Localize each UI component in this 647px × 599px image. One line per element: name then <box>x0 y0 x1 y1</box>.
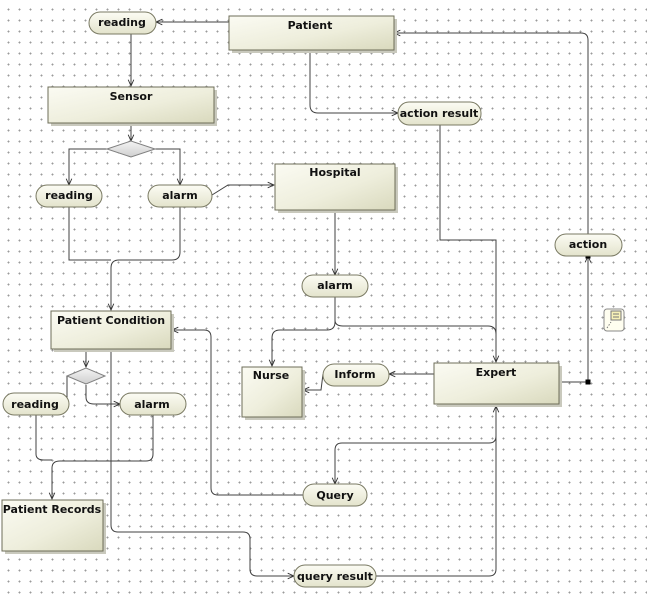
node-patient-records[interactable]: Patient Records <box>1 499 106 554</box>
edge-decision2-alarm <box>85 385 120 404</box>
node-label: Patient Records <box>3 503 102 516</box>
edge-patient-actionresult <box>309 51 398 113</box>
edge-alarm-nurse <box>272 296 336 366</box>
node-patient-condition[interactable]: Patient Condition <box>50 310 174 352</box>
object-label: action result <box>400 107 478 120</box>
edge-decision-reading <box>69 148 107 185</box>
edge-actionresult-expert <box>439 125 496 362</box>
edge-alarm2-records <box>52 415 154 499</box>
object-label: alarm <box>317 279 353 292</box>
object-action[interactable]: action <box>554 233 623 257</box>
object-label: reading <box>45 189 93 202</box>
edges <box>35 22 589 577</box>
edge-inform-nurse <box>303 373 324 390</box>
node-nurse[interactable]: Nurse <box>241 366 305 420</box>
object-action-result[interactable]: action result <box>397 101 482 126</box>
node-hospital[interactable]: Hospital <box>274 163 398 213</box>
node-label: Patient Condition <box>57 314 165 327</box>
edge-expert-action <box>559 256 588 383</box>
edge-reading-condition <box>68 207 111 261</box>
object-alarm-sensor[interactable]: alarm <box>147 184 213 208</box>
node-label: Expert <box>476 366 517 379</box>
object-label: Query <box>316 489 353 502</box>
object-label: reading <box>11 398 59 411</box>
node-label: Sensor <box>110 90 153 103</box>
edge-query-condition <box>172 330 303 496</box>
object-label: action <box>569 238 607 251</box>
decision-node-condition[interactable] <box>65 367 107 385</box>
object-label: alarm <box>162 189 198 202</box>
node-label: Hospital <box>309 166 360 179</box>
node-label: Nurse <box>253 369 289 382</box>
edge-action-patient <box>394 33 589 234</box>
edge-expert-query <box>335 404 497 484</box>
edge-queryresult-expert <box>376 406 496 577</box>
connector-handle[interactable] <box>585 379 591 385</box>
edge-alarm-hospital <box>211 185 274 196</box>
note-icon[interactable] <box>603 308 625 332</box>
object-query-result[interactable]: query result <box>293 564 377 588</box>
node-label: Patient <box>288 19 333 32</box>
object-label: Inform <box>334 368 375 381</box>
decision-node-sensor[interactable] <box>105 140 157 158</box>
edge-condition-queryresult <box>110 350 294 576</box>
edge-alarm-condition <box>111 207 181 310</box>
object-label: alarm <box>134 398 170 411</box>
object-alarm-hospital[interactable]: alarm <box>301 274 369 298</box>
node-expert[interactable]: Expert <box>433 362 562 407</box>
edge-alarm-expert <box>334 319 497 335</box>
edge-reading2-records <box>35 415 52 461</box>
node-patient[interactable]: Patient <box>228 15 397 53</box>
object-reading-left[interactable]: reading <box>35 184 103 208</box>
object-label: query result <box>297 570 373 583</box>
object-alarm-lower[interactable]: alarm <box>119 392 187 416</box>
object-label: reading <box>98 16 146 29</box>
object-inform[interactable]: Inform <box>322 363 390 387</box>
object-query[interactable]: Query <box>302 483 368 507</box>
object-reading-top[interactable]: reading <box>88 11 157 35</box>
object-reading-lower[interactable]: reading <box>2 392 70 416</box>
edge-decision-alarm <box>155 148 180 185</box>
node-sensor[interactable]: Sensor <box>47 86 217 126</box>
